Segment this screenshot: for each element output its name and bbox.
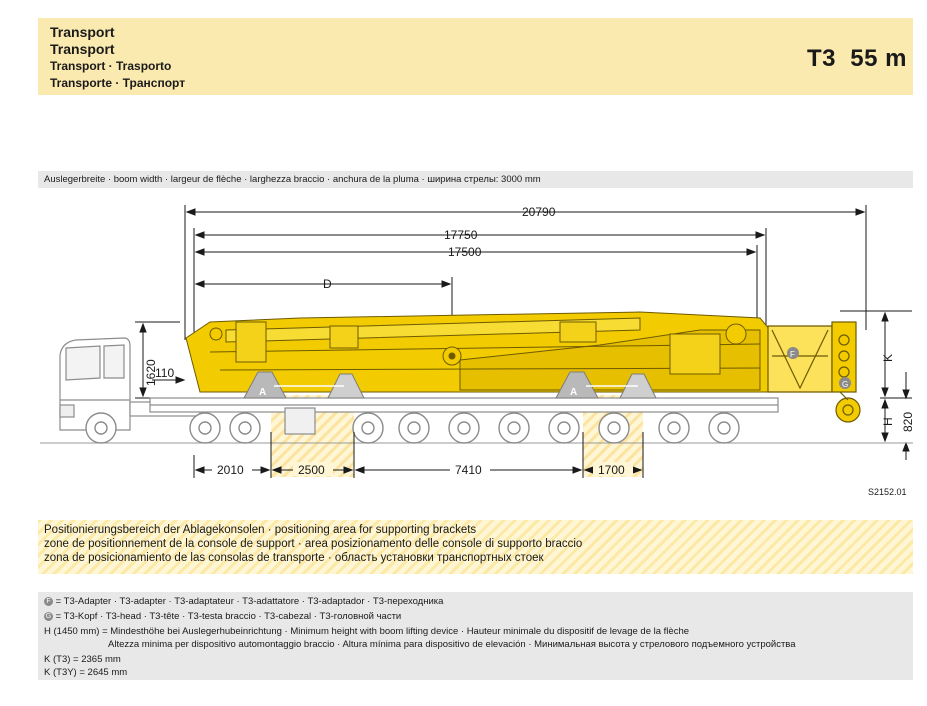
dim-label-20790: 20790 xyxy=(522,205,556,219)
adapter-f-label: F xyxy=(790,350,795,359)
dim-label-17500: 17500 xyxy=(448,245,482,259)
t3-head xyxy=(831,321,861,423)
drawing-reference: S2152.01 xyxy=(868,487,907,497)
dim-label-7410: 7410 xyxy=(455,463,482,477)
title-fr-it: Transport · Trasporto xyxy=(50,59,172,73)
note-adapter-text: = T3-Adapter · T3-adapter · T3-adaptateu… xyxy=(55,596,444,607)
head-g-label: G xyxy=(842,380,848,389)
dimension-17750 xyxy=(193,228,767,345)
note-k-t3: K (T3) = 2365 mm xyxy=(44,654,121,665)
positioning-legend: Positionierungsbereich der Ablagekonsole… xyxy=(38,520,913,574)
bracket-front xyxy=(243,371,365,399)
dim-label-17750: 17750 xyxy=(444,228,478,242)
note-adapter: F = T3-Adapter · T3-adapter · T3-adaptat… xyxy=(44,596,443,607)
dimension-17500 xyxy=(194,245,758,330)
bracket-a2-label: A xyxy=(570,387,577,398)
title-es-ru: Transporte · Транспорт xyxy=(50,76,186,90)
dimension-110 xyxy=(152,376,186,384)
note-head-text: = T3-Kopf · T3-head · T3-tête · T3-testa… xyxy=(55,611,402,622)
dim-label-2010: 2010 xyxy=(217,463,244,477)
notes-block: F = T3-Adapter · T3-adapter · T3-adaptat… xyxy=(38,592,913,680)
dimension-k xyxy=(840,310,912,399)
truck-cab xyxy=(59,337,201,431)
dim-label-h: H xyxy=(881,417,895,426)
dim-label-1700: 1700 xyxy=(598,463,625,477)
g-badge-icon: G xyxy=(44,611,53,621)
positioning-line-1: Positionierungsbereich der Ablagekonsole… xyxy=(44,524,477,536)
dim-label-110: 110 xyxy=(155,366,174,380)
dim-label-820: 820 xyxy=(901,412,915,432)
note-h-line2: Altezza minima per dispositivo automonta… xyxy=(108,639,796,650)
bracket-rear xyxy=(555,371,657,399)
f-badge-icon: F xyxy=(44,596,53,606)
note-k-t3y: K (T3Y) = 2645 mm xyxy=(44,667,128,678)
t3-adapter xyxy=(767,325,833,393)
model-label: T3 55 m xyxy=(806,45,907,72)
boom-width-bar: Auslegerbreite · boom width · largeur de… xyxy=(38,171,913,188)
title-de: Transport xyxy=(50,24,115,40)
dim-label-2500: 2500 xyxy=(298,463,325,477)
boom-width-text: Auslegerbreite · boom width · largeur de… xyxy=(44,174,541,185)
header-title-block: Transport Transport Transport · Trasport… xyxy=(50,24,185,92)
wheels xyxy=(85,412,740,444)
dimension-20790 xyxy=(184,205,867,340)
positioning-line-2: zone de positionnement de la console de … xyxy=(44,538,583,550)
crane-boom xyxy=(185,311,771,393)
note-head: G = T3-Kopf · T3-head · T3-tête · T3-tes… xyxy=(44,611,401,622)
positioning-line-3: zona de posicionamiento de las consolas … xyxy=(44,552,544,564)
bracket-a1-label: A xyxy=(259,387,266,398)
note-h-line1: H (1450 mm) = Mindesthöhe bei Auslegerhu… xyxy=(44,626,690,637)
dim-label-1620: 1620 xyxy=(144,359,158,386)
title-en: Transport xyxy=(50,41,115,57)
dim-label-k: K xyxy=(881,354,895,362)
trailer-frame xyxy=(149,397,779,435)
header-banner: Transport Transport Transport · Trasport… xyxy=(38,18,913,95)
dim-label-d: D xyxy=(323,277,332,291)
